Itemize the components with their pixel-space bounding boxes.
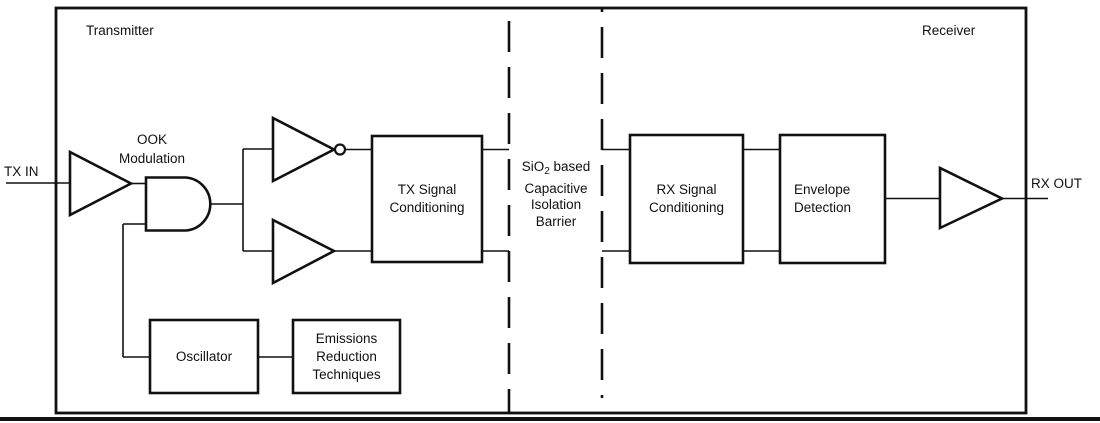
oscillator-line1: Oscillator <box>175 348 233 364</box>
inverter-bubble-icon <box>333 143 347 156</box>
tx-signal-conditioning-box <box>370 134 484 264</box>
tx-in-pin-label: TX IN <box>4 164 39 179</box>
wires <box>6 148 1048 358</box>
barrier-based: based <box>549 159 591 174</box>
ook-modulation-line1: OOK <box>136 132 167 147</box>
receiver-section-label: Receiver <box>922 23 976 38</box>
ook-modulation-label: OOK Modulation <box>102 130 202 168</box>
chip-boundary-box <box>54 6 1028 415</box>
envelope-detection-box <box>778 133 887 265</box>
tx-signal-conditioning-label: TX Signal Conditioning <box>372 136 482 262</box>
emissions-reduction-label: Emissions Reduction Techniques <box>293 320 400 393</box>
barrier-line2: Capacitive <box>524 180 588 196</box>
barrier-line3: Isolation <box>530 197 582 212</box>
isolation-barrier-label: SiO2 based Capacitive Isolation Barrier <box>506 159 606 230</box>
rx-out-pin-label: RX OUT <box>1031 176 1083 191</box>
barrier-line4: Barrier <box>535 213 577 229</box>
envelope-detection-label: Envelope Detection <box>780 135 885 263</box>
emissions-line1: Emissions <box>315 330 378 346</box>
oscillator-label: Oscillator <box>150 320 258 393</box>
barrier-subscript: 2 <box>544 166 550 177</box>
barrier-sio: SiO <box>521 159 545 174</box>
rx-signal-conditioning-label: RX Signal Conditioning <box>630 135 743 263</box>
rx-signal-line2: Conditioning <box>648 200 725 215</box>
tx-signal-line1: TX Signal <box>397 182 457 197</box>
tx-input-buffer-icon <box>68 149 134 218</box>
rx-output-buffer-icon <box>938 165 1005 231</box>
and-gate-icon <box>144 176 212 232</box>
envelope-line1: Envelope <box>794 182 851 197</box>
page-divider-rule <box>0 417 1100 421</box>
ook-modulation-line2: Modulation <box>118 151 186 166</box>
emissions-reduction-box <box>291 318 402 395</box>
oscillator-box <box>148 318 260 395</box>
emissions-line2: Reduction <box>316 348 377 364</box>
rx-signal-conditioning-box <box>628 133 745 265</box>
tx-signal-line2: Conditioning <box>389 200 465 215</box>
non-inverting-buffer-icon <box>271 217 337 286</box>
transmitter-section-label: Transmitter <box>86 23 154 38</box>
inverting-buffer-icon <box>271 115 337 184</box>
envelope-line2: Detection <box>794 200 852 215</box>
barrier-line1: SiO2 based <box>506 159 606 181</box>
rx-signal-line1: RX Signal <box>656 182 717 197</box>
emissions-line3: Techniques <box>312 366 381 382</box>
